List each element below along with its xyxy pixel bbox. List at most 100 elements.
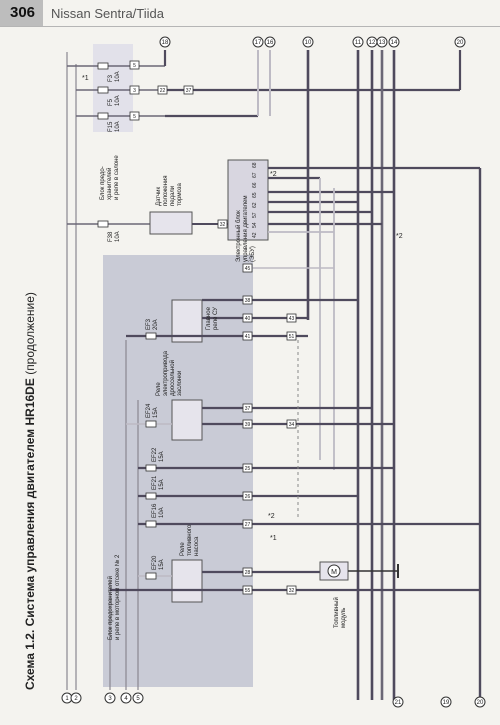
brake-sensor-label: Датчик положения педали тормоза: [156, 175, 183, 206]
svg-text:Реле: Реле: [180, 542, 186, 556]
ecu-pin-label: 65: [252, 192, 258, 198]
svg-text:насоса: насоса: [194, 536, 200, 556]
connector-bottom-label: 21: [395, 700, 402, 706]
pin-label: 51: [289, 334, 295, 340]
svg-text:Блок предохранителей: Блок предохранителей: [107, 576, 114, 640]
pin-label: 41: [245, 334, 251, 340]
pin-label: 38: [245, 298, 251, 304]
brake-sensor-box: [149, 211, 193, 235]
svg-text:положения: положения: [163, 175, 169, 206]
svg-text:реле СУ: реле СУ: [213, 307, 219, 330]
connector-bottom-label: 1: [65, 696, 69, 702]
throttle-relay-label: Реле электропривода дроссельной заслонки: [156, 350, 183, 396]
main-relay-label: Главное реле СУ: [206, 306, 219, 330]
pin-label: 22: [160, 88, 166, 94]
note-label: *2: [268, 513, 275, 520]
pin-label: 5: [133, 114, 136, 120]
pin-label: 32: [289, 588, 295, 594]
svg-text:тормоза: тормоза: [177, 183, 183, 207]
connector-top-label: 17: [255, 40, 262, 46]
ecu-pin-label: 67: [252, 172, 258, 178]
fuse-rating: 15A: [159, 451, 165, 462]
ecu-pin-label: 68: [252, 162, 258, 168]
svg-text:Датчик: Датчик: [156, 187, 162, 206]
bottom-connectors: [61, 692, 486, 708]
note-label: *1: [82, 75, 89, 82]
fuse-label: F5: [108, 98, 114, 106]
fuse-rating: 10A: [115, 71, 121, 82]
fuse-label: EF21: [152, 475, 158, 490]
svg-text:топливного: топливного: [187, 524, 193, 556]
fuse-rating: 15A: [159, 559, 165, 570]
fuel-pump-relay-label: Реле топливного насоса: [180, 524, 200, 556]
connector-bottom-label: 20: [477, 700, 484, 706]
connector-top-label: 12: [369, 40, 376, 46]
throttle-relay-box: [171, 399, 203, 441]
svg-text:хранителей: хранителей: [106, 168, 113, 200]
page-header: 306 Nissan Sentra/Tiida: [0, 0, 500, 27]
fuse-rating: 10A: [115, 95, 121, 106]
pin-label: 28: [245, 570, 251, 576]
svg-text:Реле: Реле: [156, 382, 162, 396]
pin-label: 43: [289, 316, 295, 322]
connector-bottom-label: 5: [136, 696, 140, 702]
fuse-rating: 10A: [115, 121, 121, 132]
pin-label: 37: [245, 406, 251, 412]
svg-text:заслонки: заслонки: [177, 371, 183, 396]
pin-label: 3: [133, 88, 136, 94]
svg-text:(ЭБУ): (ЭБУ): [250, 246, 256, 262]
fuse-rating: 20A: [153, 319, 159, 330]
svg-text:педали: педали: [170, 186, 176, 206]
pin-label: 27: [245, 522, 251, 528]
fuse-rating: 15A: [159, 479, 165, 490]
pin-label: 39: [245, 422, 251, 428]
pin-label: 40: [245, 316, 251, 322]
connector-top-label: 11: [355, 40, 362, 46]
fuel-pump-relay-box: [171, 559, 203, 603]
caption-title: Схема 1.2. Система управления двигателем…: [23, 378, 37, 690]
pin-label: 45: [245, 266, 251, 272]
connector-bottom-label: 19: [443, 700, 450, 706]
pin-label: 55: [245, 588, 251, 594]
caption-suffix: (продолжение): [23, 292, 37, 378]
svg-text:Блок предо-: Блок предо-: [100, 166, 106, 200]
page-number: 306: [0, 0, 44, 26]
ecu-pin-label: 62: [252, 202, 258, 208]
fuse-label: EF24: [146, 403, 152, 418]
connector-top-label: 20: [457, 40, 464, 46]
svg-text:дроссельной: дроссельной: [169, 360, 176, 396]
svg-text:Электронный блок: Электронный блок: [235, 210, 242, 262]
connector-top-label: 10: [305, 40, 312, 46]
pin-label: 26: [245, 494, 251, 500]
cabin-relay-block-label: Блок предо- хранителей и реле в салоне: [100, 155, 120, 200]
note-label: *2: [270, 171, 277, 178]
svg-text:и реле в салоне: и реле в салоне: [114, 155, 120, 200]
svg-text:Топливный: Топливный: [333, 597, 340, 628]
diagram-caption: Схема 1.2. Система управления двигателем…: [23, 292, 37, 690]
fuse-rating: 10A: [115, 231, 121, 242]
motor-icon: [327, 564, 341, 578]
ecu-pin-label: 66: [252, 182, 258, 188]
fuse-rating: 15A: [153, 407, 159, 418]
fuse-label: EF16: [152, 503, 158, 518]
pin-label: 5: [133, 63, 136, 69]
connector-top-label: 16: [267, 40, 274, 46]
ecu-pin-label: 42: [252, 232, 258, 238]
ecu-pin-label: 57: [252, 212, 258, 218]
fuse-label: EF22: [152, 447, 158, 462]
svg-text:управления двигателем: управления двигателем: [243, 196, 249, 262]
svg-text:и реле в моторном отсеке № 2: и реле в моторном отсеке № 2: [114, 554, 121, 640]
note-label: *1: [270, 535, 277, 542]
fuse-label: F38: [108, 231, 114, 242]
connector-bottom-label: 4: [124, 696, 128, 702]
note-label: *2: [396, 233, 403, 240]
connector-top-label: 13: [379, 40, 386, 46]
fuse-label: F15: [108, 121, 114, 132]
motor-label: M: [331, 569, 337, 576]
fuse-rating: 10A: [159, 507, 165, 518]
connector-top-label: 14: [391, 40, 398, 46]
book-title: Nissan Sentra/Tiida: [51, 5, 164, 21]
pin-label: 32: [220, 222, 226, 228]
pin-label: 37: [186, 88, 192, 94]
svg-text:Главное: Главное: [206, 306, 212, 330]
